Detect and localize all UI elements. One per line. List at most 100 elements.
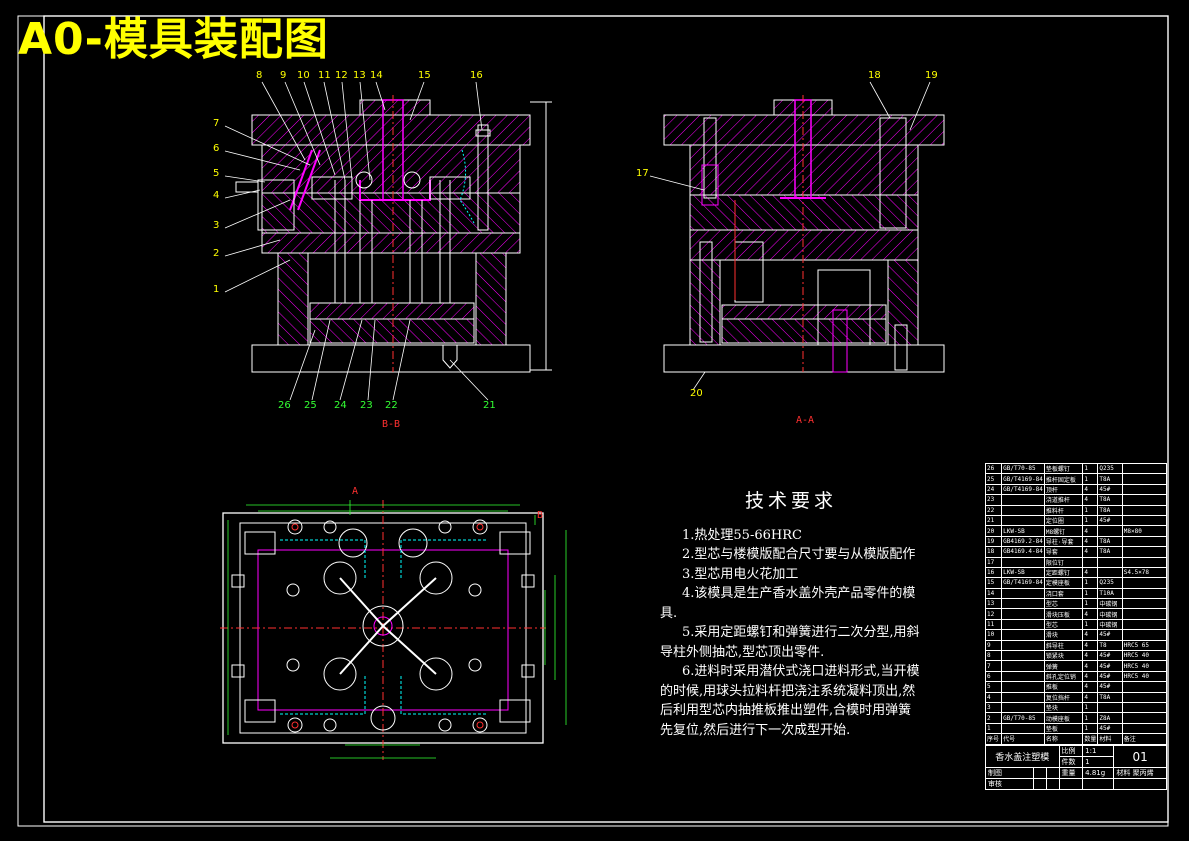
bom-cell: 1 (1082, 618, 1099, 631)
design-label: 制图 (984, 767, 1035, 779)
bom-cell: T8A (1097, 535, 1123, 548)
callout-4: 4 (213, 190, 220, 201)
section-mark-a: A (352, 486, 359, 497)
tech-item: 2.型芯与楼模版配合尺寸要与从模版配作 (682, 547, 916, 562)
bom-cell (1001, 504, 1045, 516)
bom-cell: 复位挡杆 (1043, 691, 1084, 704)
bom-cell: 1 (1082, 587, 1099, 600)
bom-cell: M8螺钉 (1043, 525, 1084, 537)
bom-cell: 弹簧 (1043, 660, 1084, 672)
bom-cell: 垫板螺钉 (1043, 462, 1084, 475)
bom-cell: 23 (984, 494, 1003, 506)
callout-3: 3 (213, 220, 220, 231)
callout-13: 13 (353, 70, 366, 81)
bom-cell: 25 (984, 473, 1003, 485)
bom-cell: 导柱·导套 (1043, 535, 1084, 548)
bom-cell (1121, 483, 1168, 496)
bom-cell: 45# (1097, 483, 1123, 496)
weight-label: 重量 (1058, 767, 1084, 779)
callout-26: 26 (278, 400, 291, 411)
bom-cell (1001, 598, 1045, 610)
bom-cell: 9 (984, 639, 1003, 652)
bom-cell: 定距螺钉 (1043, 566, 1084, 579)
bom-cell: 浇道推杆 (1043, 494, 1084, 506)
bom-cell (1001, 691, 1045, 704)
bom-cell (1121, 494, 1168, 506)
bom-cell: S4.5×78 (1121, 566, 1168, 579)
bom-cell: 斜孔定位销 (1043, 670, 1084, 683)
bom-cell (1121, 598, 1168, 610)
tech-heading: 技术要求 (744, 490, 837, 512)
bom-cell: 45# (1097, 660, 1123, 672)
callout-22: 22 (385, 400, 398, 411)
bom-cell: 19 (984, 535, 1003, 548)
bom-cell: 6 (984, 670, 1003, 683)
bom-cell: HRC5 40 (1121, 650, 1168, 662)
bom-cell: GB4169.4-84 (1001, 546, 1045, 558)
weight-value: 4.81g (1082, 767, 1115, 779)
bom-cell: 型芯 (1043, 598, 1084, 610)
callout-1: 1 (213, 284, 220, 295)
bom-cell: 18 (984, 546, 1003, 558)
bom-cell: 1 (1082, 722, 1099, 735)
bom-cell: 浇口套 (1043, 587, 1084, 600)
bom-cell (1121, 712, 1168, 724)
bom-header-cell: 序号 (984, 733, 1003, 745)
tech-item: 4.该模具是生产香水盖外壳产品零件的模具. (660, 586, 916, 621)
bom-cell: 7 (984, 660, 1003, 672)
callout-14: 14 (370, 70, 383, 81)
section-bb-label: B-B (382, 419, 401, 430)
bom-cell (1001, 556, 1045, 568)
bom-cell: 定模座板 (1043, 577, 1084, 589)
bom-cell (1121, 587, 1168, 600)
callout-7: 7 (213, 118, 220, 129)
bom-cell: T8A (1097, 494, 1123, 506)
callout-23: 23 (360, 400, 373, 411)
bom-cell (1001, 722, 1045, 735)
bom-cell: 4 (1082, 691, 1099, 704)
callout-6: 6 (213, 143, 220, 154)
callout-18: 18 (868, 70, 881, 81)
bom-cell: 1 (1082, 712, 1099, 724)
bom-cell: 4 (1082, 660, 1099, 672)
bom-cell: 1 (1082, 473, 1099, 485)
bom-cell: 26 (984, 462, 1003, 475)
callout-5: 5 (213, 168, 220, 179)
bom-cell (1001, 494, 1045, 506)
bom-cell: 4 (1082, 483, 1099, 496)
bom-cell: 顶杆 (1043, 483, 1084, 496)
bom-cell: HRC5 65 (1121, 639, 1168, 652)
bom-cell: T8A (1097, 691, 1123, 704)
bom-cell: 4 (1082, 535, 1099, 548)
bom-cell (1001, 629, 1045, 641)
bom-cell (1082, 556, 1099, 568)
bom-cell (1121, 681, 1168, 693)
bom-cell: 推板 (1043, 681, 1084, 693)
bom-cell: 1 (1082, 514, 1099, 527)
bom-cell (1121, 701, 1168, 714)
bom-cell: 8 (984, 650, 1003, 662)
bom-cell: Z8A (1097, 712, 1123, 724)
bom-cell: 1 (1082, 701, 1099, 714)
bom-cell (1121, 535, 1168, 548)
bom-cell (1121, 462, 1168, 475)
bom-cell (1001, 660, 1045, 672)
bom-cell: GB/T70-85 (1001, 712, 1045, 724)
drawing-number: 01 (1113, 745, 1167, 768)
bom-cell: T8A (1097, 473, 1123, 485)
callout-10: 10 (297, 70, 310, 81)
bom-cell (1121, 577, 1168, 589)
ratio-value: 1:1 (1082, 745, 1115, 757)
